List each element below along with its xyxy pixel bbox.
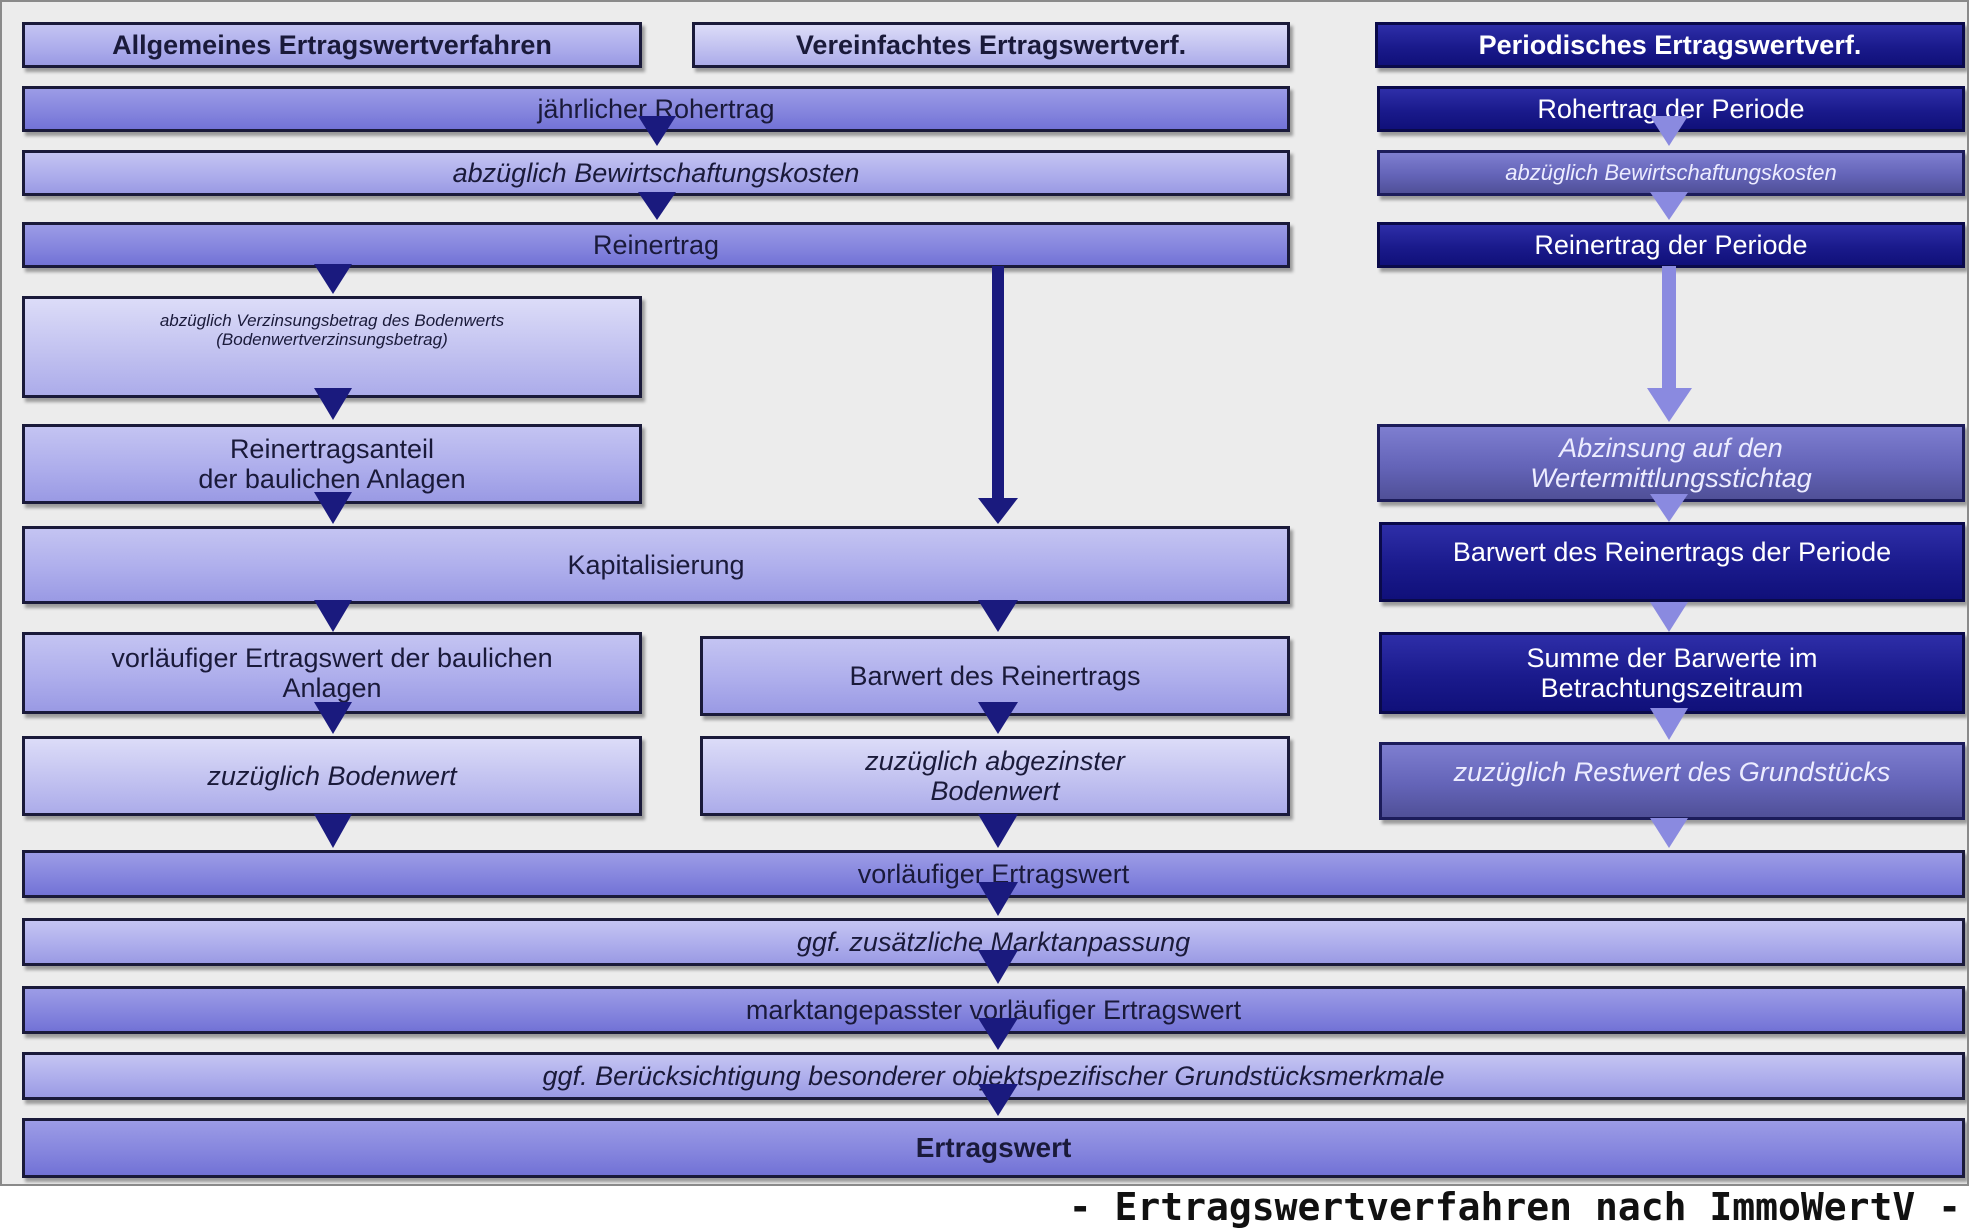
box-abzinsung-wertermittlungsstichtag: Abzinsung auf den Wertermittlungsstichta… bbox=[1377, 424, 1965, 502]
arrow-head bbox=[314, 264, 352, 294]
box-verzinsungsbetrag-bodenwert: abzüglich Verzinsungsbetrag des Bodenwer… bbox=[22, 296, 642, 398]
header-vereinfachtes-ertragswertverfahren: Vereinfachtes Ertragswertverf. bbox=[692, 22, 1290, 68]
header-periodisches-ertragswertverfahren: Periodisches Ertragswertverf. bbox=[1375, 22, 1965, 68]
arrow-head bbox=[314, 492, 352, 524]
arrow-head-abzinsung bbox=[1647, 388, 1692, 422]
box-zuzueglich-restwert-grundstueck: zuzüglich Restwert des Grundstücks bbox=[1379, 742, 1965, 820]
arrow-shaft-periodic bbox=[1662, 266, 1676, 390]
header-allgemeines-ertragswertverfahren: Allgemeines Ertragswertverfahren bbox=[22, 22, 642, 68]
arrow-head bbox=[1650, 708, 1688, 740]
arrow-head bbox=[978, 702, 1018, 734]
box-rohertrag-der-periode: Rohertrag der Periode bbox=[1377, 86, 1965, 132]
arrow-head bbox=[1650, 818, 1688, 848]
box-ertragswert: Ertragswert bbox=[22, 1118, 1965, 1178]
box-zuzueglich-bodenwert: zuzüglich Bodenwert bbox=[22, 736, 642, 816]
arrow-head bbox=[638, 192, 676, 220]
box-reinertragsanteil-bauliche-anlagen: Reinertragsanteil der baulichen Anlagen bbox=[22, 424, 642, 504]
arrow-head bbox=[314, 600, 352, 632]
flow-arrows bbox=[314, 116, 1692, 1116]
box-reinertrag-der-periode: Reinertrag der Periode bbox=[1377, 222, 1965, 268]
arrow-head bbox=[638, 116, 676, 146]
box-barwert-reinertrag-periode: Barwert des Reinertrags der Periode bbox=[1379, 522, 1965, 602]
arrow-head bbox=[1650, 116, 1688, 146]
caption: - Ertragswertverfahren nach ImmoWertV - bbox=[1068, 1185, 1961, 1229]
arrow-head bbox=[978, 600, 1018, 632]
arrow-head-kapitalisierung-middle bbox=[978, 498, 1018, 524]
box-reinertrag: Reinertrag bbox=[22, 222, 1290, 268]
arrow-head bbox=[1650, 494, 1688, 522]
arrow-head bbox=[1650, 192, 1688, 220]
arrow-head bbox=[314, 814, 352, 848]
arrow-shaft-middle bbox=[992, 266, 1004, 502]
arrow-head bbox=[314, 388, 352, 420]
arrow-head bbox=[1650, 602, 1688, 632]
box-vorlaeufiger-ertragswert-bauliche-anlagen: vorläufiger Ertragswert der baulichen An… bbox=[22, 632, 642, 714]
arrow-head bbox=[978, 814, 1018, 848]
diagram-frame: Allgemeines Ertragswertverfahren Vereinf… bbox=[0, 0, 1969, 1186]
arrow-head bbox=[978, 1018, 1018, 1050]
arrow-head bbox=[314, 702, 352, 734]
box-kapitalisierung: Kapitalisierung bbox=[22, 526, 1290, 604]
box-objektspezifische-grundstuecksmerkmale: ggf. Berücksichtigung besonderer objekts… bbox=[22, 1052, 1965, 1100]
arrow-head bbox=[978, 950, 1018, 984]
arrow-head bbox=[978, 882, 1018, 916]
arrow-head bbox=[978, 1084, 1018, 1116]
